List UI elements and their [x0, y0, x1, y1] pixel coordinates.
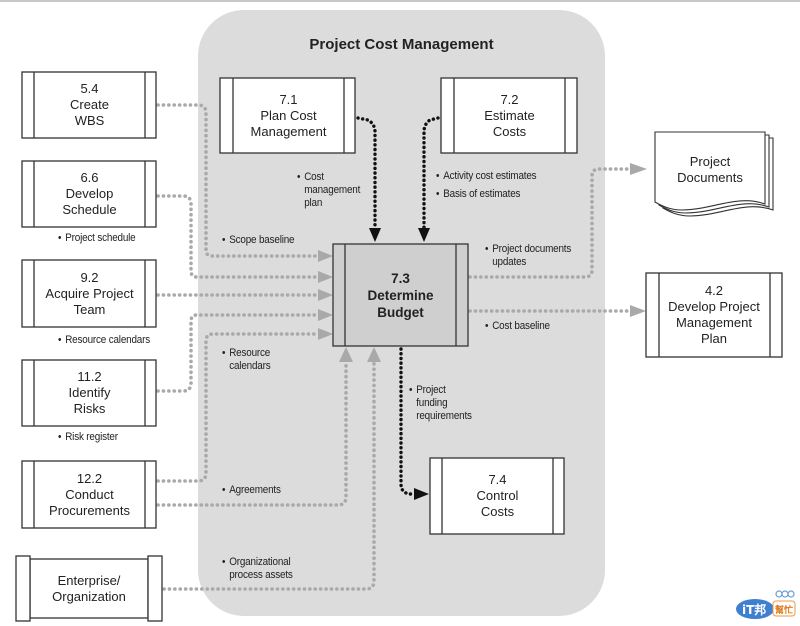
process-name: Budget	[377, 304, 424, 320]
process-name: Develop	[65, 186, 114, 201]
arrowhead	[630, 163, 647, 175]
process-name: Plan	[700, 331, 728, 346]
process-7-1-label: 7.1 Plan Cost Management	[233, 80, 344, 151]
process-box-7-3[interactable]	[332, 243, 469, 347]
flow-cost-management-plan	[356, 116, 377, 230]
process-11-2-label: 11.2 Identify Risks	[34, 362, 145, 424]
process-box-5-4[interactable]	[21, 71, 157, 139]
process-7-4-label: 7.4 Control Costs	[442, 460, 553, 532]
process-box-6-6[interactable]	[21, 160, 157, 228]
flow-risk-register	[156, 313, 320, 393]
enterprise-label: Enterprise/ Organization	[30, 560, 148, 618]
process-name: Risks	[73, 401, 106, 416]
ithome-logo: iT邦 幫忙	[735, 588, 797, 620]
process-4-2-label: 4.2 Develop Project Management Plan	[652, 275, 776, 355]
process-box-7-2[interactable]	[440, 77, 578, 154]
process-name: Costs	[480, 504, 515, 519]
label-risk-register: •Risk register	[58, 431, 118, 443]
process-name: Management	[250, 123, 327, 139]
process-name: Conduct	[65, 486, 114, 502]
process-7-3-label: 7.3 Determine Budget	[345, 246, 456, 344]
project-documents-label: Project Documents	[655, 148, 765, 192]
process-box-7-4[interactable]	[429, 457, 565, 535]
arrowhead	[318, 289, 333, 301]
process-name: Procurements	[49, 502, 130, 518]
arrowhead	[318, 250, 333, 262]
flow-project-documents-updates	[468, 167, 632, 279]
arrowhead	[339, 347, 353, 362]
enterprise-name: Enterprise/	[57, 573, 121, 588]
flow-scope-baseline	[156, 103, 320, 258]
top-border	[0, 0, 800, 2]
label-scope-baseline: •Scope baseline	[222, 234, 295, 246]
arrowhead	[414, 488, 429, 500]
process-name: Costs	[492, 123, 527, 139]
process-number: 6.6	[80, 170, 99, 185]
arrowhead	[369, 228, 381, 242]
process-number: 12.2	[76, 470, 103, 486]
flow-org-process-assets	[162, 360, 376, 591]
arrowhead	[630, 305, 646, 317]
arrowhead	[318, 271, 333, 283]
label-resource-calendars: •Resource calendars	[58, 334, 151, 346]
process-number: 7.3	[391, 270, 410, 286]
project-documents-icon[interactable]	[654, 131, 774, 217]
label-agreements: •Agreements	[222, 484, 281, 496]
flow-activity-cost-estimates	[422, 116, 440, 230]
flow-project-funding	[399, 347, 416, 496]
document-name: Project	[689, 154, 731, 169]
process-9-2-label: 9.2 Acquire Project Team	[28, 262, 151, 325]
process-7-2-label: 7.2 Estimate Costs	[454, 80, 565, 151]
process-box-4-2[interactable]	[645, 272, 783, 358]
arrowhead	[318, 309, 333, 321]
process-box-9-2[interactable]	[21, 259, 157, 328]
process-name: Team	[73, 301, 106, 317]
flow-procurement-to-budget	[156, 332, 320, 483]
label-basis-of-estimates: •Basis of estimates	[436, 188, 521, 200]
process-number: 7.4	[488, 472, 507, 487]
process-5-4-label: 5.4 Create WBS	[34, 74, 145, 136]
process-6-6-label: 6.6 Develop Schedule	[34, 163, 145, 225]
enterprise-box[interactable]	[15, 555, 163, 622]
process-box-11-2[interactable]	[21, 359, 157, 427]
process-name: Control	[476, 488, 519, 503]
flow-agreements	[156, 360, 348, 507]
process-box-12-2[interactable]	[21, 460, 157, 529]
process-name: Management	[676, 315, 752, 330]
process-name: Create	[69, 97, 110, 112]
process-number: 7.2	[500, 91, 519, 107]
diagram-title: Project Cost Management	[309, 36, 494, 53]
arrowhead	[418, 228, 430, 242]
process-name: WBS	[74, 113, 105, 128]
process-name: Develop Project	[668, 299, 760, 314]
logo-text-left: iT邦	[742, 602, 766, 617]
flow-project-schedule	[156, 194, 320, 279]
arrowhead	[318, 328, 333, 340]
document-name: Documents	[677, 170, 743, 185]
label-project-schedule: •Project schedule	[58, 232, 136, 244]
process-name: Schedule	[62, 202, 117, 217]
process-number: 5.4	[80, 81, 99, 96]
process-name: Determine	[367, 287, 434, 303]
process-number: 7.1	[279, 91, 298, 107]
process-12-2-label: 12.2 Conduct Procurements	[28, 463, 151, 526]
arrowhead	[367, 347, 381, 362]
process-name: Acquire Project	[45, 285, 134, 301]
enterprise-name: Organization	[52, 589, 126, 604]
process-name: Plan Cost	[260, 107, 317, 123]
process-name: Identify	[68, 385, 111, 400]
logo-text-right: 幫忙	[775, 604, 793, 616]
label-activity-cost-estimates: •Activity cost estimates	[436, 170, 537, 182]
process-number: 4.2	[704, 283, 724, 298]
process-box-7-1[interactable]	[219, 77, 356, 154]
process-number: 9.2	[80, 269, 99, 285]
process-name: Estimate	[484, 107, 535, 123]
process-number: 11.2	[77, 369, 102, 384]
label-cost-baseline: •Cost baseline	[485, 320, 550, 332]
